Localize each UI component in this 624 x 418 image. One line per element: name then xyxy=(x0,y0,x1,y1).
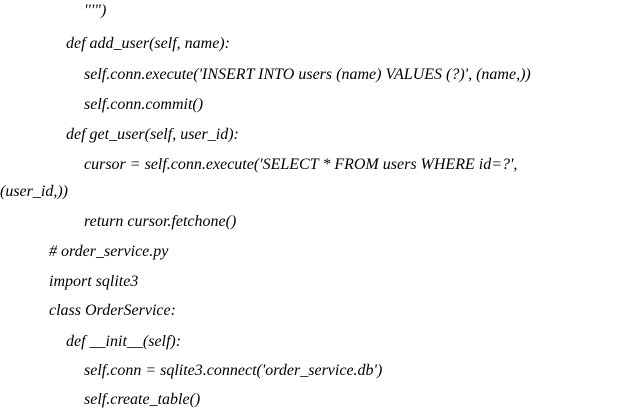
code-line: import sqlite3 xyxy=(49,273,139,290)
code-line: self.conn = sqlite3.connect('order_servi… xyxy=(84,362,383,379)
code-line: # order_service.py xyxy=(49,243,169,260)
code-line: cursor = self.conn.execute('SELECT * FRO… xyxy=(84,156,518,173)
code-line: self.conn.commit() xyxy=(84,96,204,113)
code-line: def get_user(self, user_id): xyxy=(66,126,239,143)
code-line: self.conn.execute('INSERT INTO users (na… xyxy=(84,66,531,83)
code-line: class OrderService: xyxy=(49,302,176,319)
code-line: def add_user(self, name): xyxy=(66,35,230,52)
code-line-wrap: (user_id,)) xyxy=(0,183,68,200)
code-line: return cursor.fetchone() xyxy=(84,213,237,230)
code-line: '''") xyxy=(84,2,107,19)
code-line: def __init__(self): xyxy=(66,333,182,350)
code-line: self.create_table() xyxy=(84,391,201,408)
